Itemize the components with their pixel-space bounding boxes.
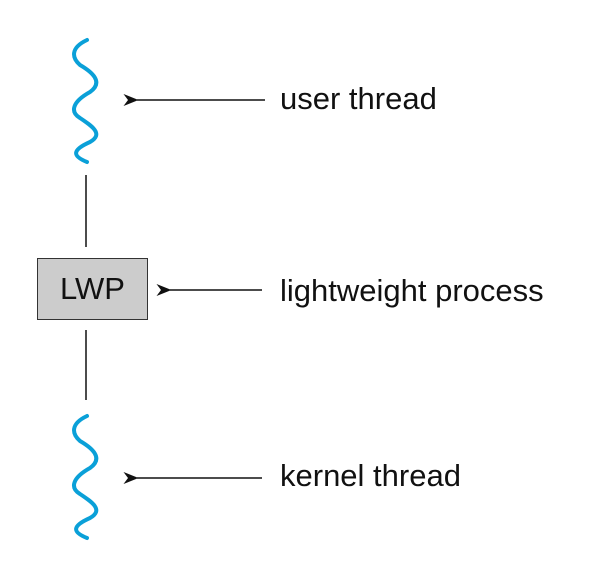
label-lightweight-process: lightweight process bbox=[280, 273, 544, 308]
kernel-thread-wave bbox=[72, 414, 99, 540]
lwp-box-label: LWP bbox=[60, 271, 125, 306]
label-kernel-thread: kernel thread bbox=[280, 458, 461, 493]
lwp-box: LWP bbox=[37, 258, 148, 320]
label-user-thread: user thread bbox=[280, 81, 437, 116]
user-thread-wave bbox=[72, 38, 99, 164]
